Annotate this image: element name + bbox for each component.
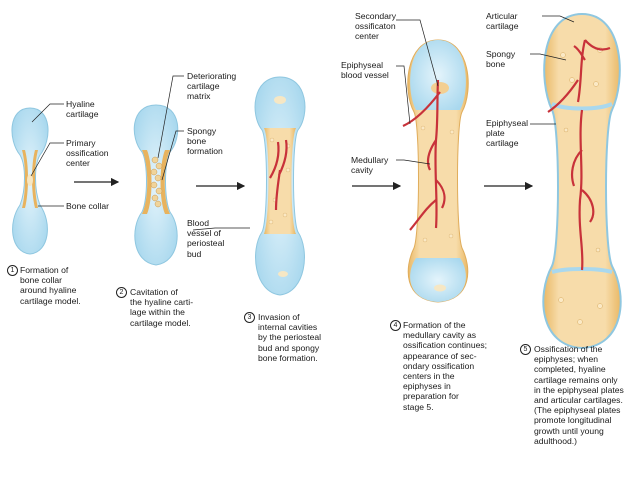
stage4-number: 4 — [390, 320, 401, 331]
stage3-caption: Invasion of internal cavities by the per… — [258, 312, 322, 363]
stage4-bone-model — [402, 39, 469, 303]
stage3-bone-model — [254, 76, 306, 296]
label-primary-ossification-center: Primary ossification center — [66, 138, 109, 169]
label-epiphyseal-blood-vessel: Epiphyseal blood vessel — [341, 60, 389, 81]
stage2-number: 2 — [116, 287, 127, 298]
label-spongy-bone-formation: Spongy bone formation — [187, 126, 223, 157]
stage1-number: 1 — [7, 265, 18, 276]
label-bone-collar: Bone collar — [66, 201, 109, 211]
stage2-leader-lines — [157, 75, 250, 231]
label-articular-cartilage: Articular cartilage — [486, 11, 519, 32]
label-spongy-bone: Spongy bone — [486, 49, 516, 70]
stage1-cartilage-model — [11, 107, 49, 255]
stage4-leader-lines — [396, 19, 439, 165]
stage2-caption: Cavitation of the hyaline carti- lage wi… — [130, 287, 194, 328]
stage5-bone-model — [542, 12, 622, 350]
stage4-caption: Formation of the medullary cavity as oss… — [403, 320, 488, 412]
label-hyaline-cartilage: Hyaline cartilage — [66, 99, 99, 120]
stage5-leader-lines — [530, 15, 575, 125]
label-blood-vessel-periosteal-bud: Blood vessel of periosteal bud — [187, 218, 225, 259]
label-secondary-ossification-center: Secondary ossificaton center — [355, 11, 397, 42]
label-medullary-cavity: Medullary cavity — [351, 155, 389, 176]
label-epiphyseal-plate-cartilage: Epiphyseal plate cartilage — [486, 118, 529, 149]
stage3-number: 3 — [244, 312, 255, 323]
stage5-caption: Ossification of the epiphyses; when comp… — [534, 344, 624, 446]
stage2-cartilage-model — [133, 104, 179, 266]
label-deteriorating-cartilage-matrix: Deteriorating cartilage matrix — [187, 71, 237, 102]
stage1-caption: Formation of bone collar around hyaline … — [20, 265, 81, 306]
stage5-number: 5 — [520, 344, 531, 355]
stage1-leader-lines — [30, 103, 64, 207]
